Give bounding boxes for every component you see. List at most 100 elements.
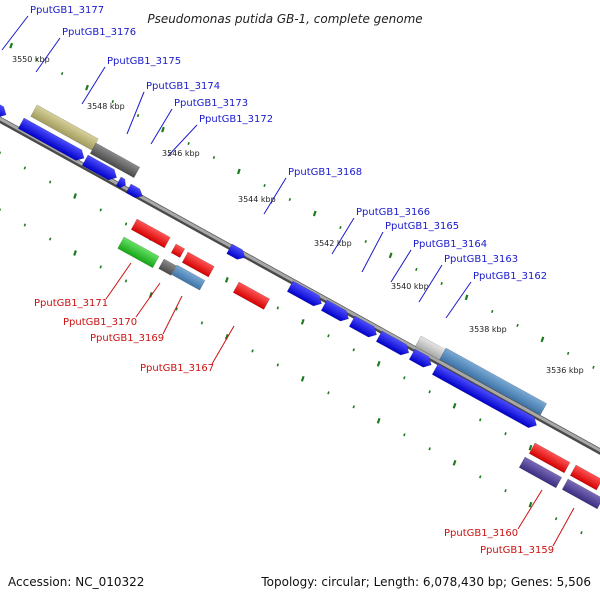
label-leader-line xyxy=(331,217,355,255)
gene-label: PputGB1_3172 xyxy=(199,114,273,125)
tick-mark xyxy=(592,365,595,369)
gene-label: PputGB1_3166 xyxy=(356,207,430,218)
tick-mark xyxy=(554,517,558,521)
tick-mark xyxy=(403,433,406,437)
tick-mark xyxy=(236,168,241,175)
gene-feature[interactable] xyxy=(414,335,446,361)
gene-label: PputGB1_3169 xyxy=(90,333,164,344)
gene-feature-shape xyxy=(17,117,85,161)
tick-mark xyxy=(428,390,431,394)
tick-mark xyxy=(352,348,355,352)
gene-feature[interactable] xyxy=(431,363,539,431)
gene-feature[interactable] xyxy=(0,97,9,120)
tick-mark xyxy=(479,418,482,422)
tick-mark xyxy=(124,279,128,283)
tick-mark xyxy=(99,208,102,212)
gene-feature-shape xyxy=(528,442,571,474)
gene-feature[interactable] xyxy=(408,348,434,370)
tick-mark xyxy=(73,250,77,256)
gene-feature[interactable] xyxy=(89,142,141,179)
gene-feature[interactable] xyxy=(17,117,87,163)
gene-feature-shape xyxy=(414,335,446,361)
tick-mark xyxy=(403,376,406,380)
gene-feature-shape xyxy=(431,363,537,428)
gene-label: PputGB1_3160 xyxy=(444,528,518,539)
gene-feature[interactable] xyxy=(286,280,324,309)
gene-feature[interactable] xyxy=(81,154,119,183)
tick-mark xyxy=(200,321,204,325)
gene-feature[interactable] xyxy=(117,236,160,269)
gene-label: PputGB1_3174 xyxy=(146,81,220,92)
label-leader-line xyxy=(1,15,29,51)
label-leader-line xyxy=(517,489,543,530)
kbp-label: 3536 kbp xyxy=(546,366,584,375)
gene-feature-shape xyxy=(181,251,215,278)
gene-label: PputGB1_3163 xyxy=(444,254,518,265)
tick-mark xyxy=(224,277,229,283)
gene-feature[interactable] xyxy=(170,243,186,258)
gene-feature-shape xyxy=(439,347,547,416)
gene-label: PputGB1_3167 xyxy=(140,363,214,374)
tick-mark xyxy=(111,100,114,104)
kbp-label: 3550 kbp xyxy=(12,55,50,64)
gene-feature-shape xyxy=(226,243,246,260)
gene-label: PputGB1_3176 xyxy=(62,27,136,38)
gene-feature[interactable] xyxy=(375,330,412,358)
tick-mark xyxy=(288,197,292,202)
label-leader-line xyxy=(81,66,106,105)
gene-feature[interactable] xyxy=(569,464,600,491)
gene-feature-shape xyxy=(125,183,143,198)
label-leader-line xyxy=(162,295,183,335)
forward-gene-labels: PputGB1_3177 PputGB1_3176 PputGB1_3175 P… xyxy=(30,5,547,282)
tick-mark xyxy=(516,323,519,327)
tick-mark xyxy=(580,531,583,535)
label-leader-line xyxy=(126,91,145,135)
gene-feature-shape xyxy=(375,330,410,356)
gene-feature[interactable] xyxy=(561,478,600,510)
tick-mark xyxy=(540,336,545,343)
tick-mark xyxy=(388,252,393,259)
tick-mark xyxy=(9,42,14,49)
gene-feature[interactable] xyxy=(158,258,177,276)
label-leader-line xyxy=(445,281,472,319)
gene-feature[interactable] xyxy=(226,243,248,262)
gene-feature-shape xyxy=(170,243,186,258)
gene-feature[interactable] xyxy=(181,251,215,278)
tick-mark xyxy=(364,239,367,244)
tick-mark xyxy=(376,417,381,424)
gene-feature[interactable] xyxy=(30,104,99,151)
gene-label: PputGB1_3170 xyxy=(63,317,137,328)
gene-feature[interactable] xyxy=(125,183,145,200)
tick-mark xyxy=(452,459,457,466)
tick-mark xyxy=(479,475,482,479)
genome-summary-text: Topology: circular; Length: 6,078,430 bp… xyxy=(260,575,591,589)
gene-label: PputGB1_3177 xyxy=(30,5,104,16)
tick-mark xyxy=(124,222,128,226)
tick-mark xyxy=(440,281,443,285)
gene-feature[interactable] xyxy=(130,218,171,249)
kbp-label: 3538 kbp xyxy=(469,325,507,334)
tick-mark xyxy=(35,58,39,62)
tick-mark xyxy=(85,84,89,91)
gene-feature-shape xyxy=(158,258,177,276)
gene-feature[interactable] xyxy=(232,281,270,310)
gene-feature[interactable] xyxy=(348,315,379,340)
label-leader-line xyxy=(263,177,287,215)
tick-mark xyxy=(276,363,280,367)
tick-mark xyxy=(339,225,342,230)
tick-mark xyxy=(428,447,431,451)
gene-label: PputGB1_3175 xyxy=(107,56,181,67)
gene-feature[interactable] xyxy=(115,176,128,190)
gene-feature[interactable] xyxy=(528,442,571,474)
gene-feature[interactable] xyxy=(171,264,206,291)
gene-feature[interactable] xyxy=(320,299,351,324)
tick-mark xyxy=(263,183,266,188)
tick-marks xyxy=(0,42,595,535)
tick-mark xyxy=(48,237,52,241)
tick-mark xyxy=(300,375,305,382)
tick-mark xyxy=(99,265,102,269)
gene-feature[interactable] xyxy=(439,347,547,416)
gene-feature[interactable] xyxy=(518,456,563,489)
gene-feature-shape xyxy=(30,104,99,151)
label-leader-line xyxy=(211,325,235,365)
